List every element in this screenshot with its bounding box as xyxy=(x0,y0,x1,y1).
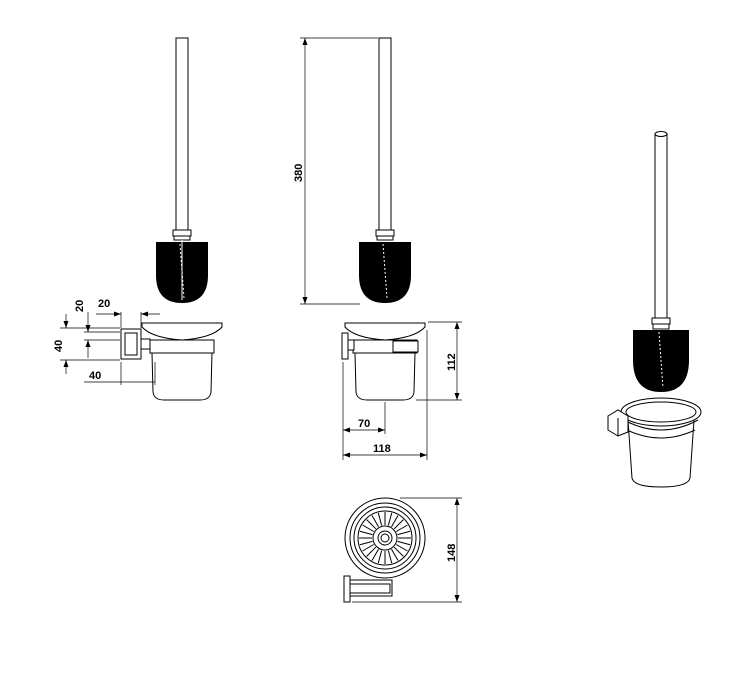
bristle-spoke xyxy=(377,512,383,526)
front-cup-body xyxy=(151,352,213,401)
top-view: 148 xyxy=(343,497,462,603)
side-cup-body xyxy=(354,352,416,401)
side-dim-wall-to-center: 70 xyxy=(358,418,370,430)
top-dim-diameter: 148 xyxy=(446,544,458,562)
front-dim-bracket-offset: 40 xyxy=(89,370,101,382)
side-dim-cup-height: 112 xyxy=(446,353,458,371)
bristle-spoke xyxy=(371,515,379,527)
top-wall-bracket xyxy=(343,575,351,603)
bristle-spoke xyxy=(371,549,379,561)
side-dim-total-height: 380 xyxy=(293,164,305,182)
front-dim-side-height: 40 xyxy=(53,340,65,352)
front-cup-collar xyxy=(149,339,215,354)
bristle-spoke xyxy=(397,540,411,546)
front-handle-rod xyxy=(175,37,189,231)
side-view: 380 112 70 118 xyxy=(293,37,462,460)
iso-handle-rod xyxy=(654,133,668,319)
front-dim-bracket-height: 20 xyxy=(74,300,86,312)
isometric-view xyxy=(607,131,702,488)
bristle-spoke xyxy=(391,515,399,527)
side-handle-rod xyxy=(378,37,392,231)
bristle-spoke xyxy=(393,546,404,557)
top-bristle-pattern xyxy=(359,512,411,564)
bristle-spoke xyxy=(397,530,411,536)
bristle-spoke xyxy=(377,550,383,564)
side-cup-rim xyxy=(344,322,426,341)
front-handle-collar xyxy=(172,229,192,237)
bristle-spoke xyxy=(396,544,408,552)
front-view: 20 20 40 40 xyxy=(53,37,223,401)
front-cup-rim xyxy=(141,322,223,341)
bristle-spoke xyxy=(366,519,377,530)
bristle-spoke xyxy=(359,540,373,546)
iso-cup-body xyxy=(627,419,695,488)
front-dim-bracket-width: 20 xyxy=(98,298,110,310)
bristle-spoke xyxy=(362,544,374,552)
bristle-spoke xyxy=(359,530,373,536)
bristle-spoke xyxy=(366,546,377,557)
bristle-spoke xyxy=(362,524,374,532)
bristle-spoke xyxy=(393,519,404,530)
bristle-spoke xyxy=(387,550,393,564)
side-dim-total-depth: 118 xyxy=(373,443,391,455)
bristle-spoke xyxy=(391,549,399,561)
bristle-spoke xyxy=(396,524,408,532)
side-wall-plate xyxy=(341,332,349,360)
bristle-spoke xyxy=(387,512,393,526)
